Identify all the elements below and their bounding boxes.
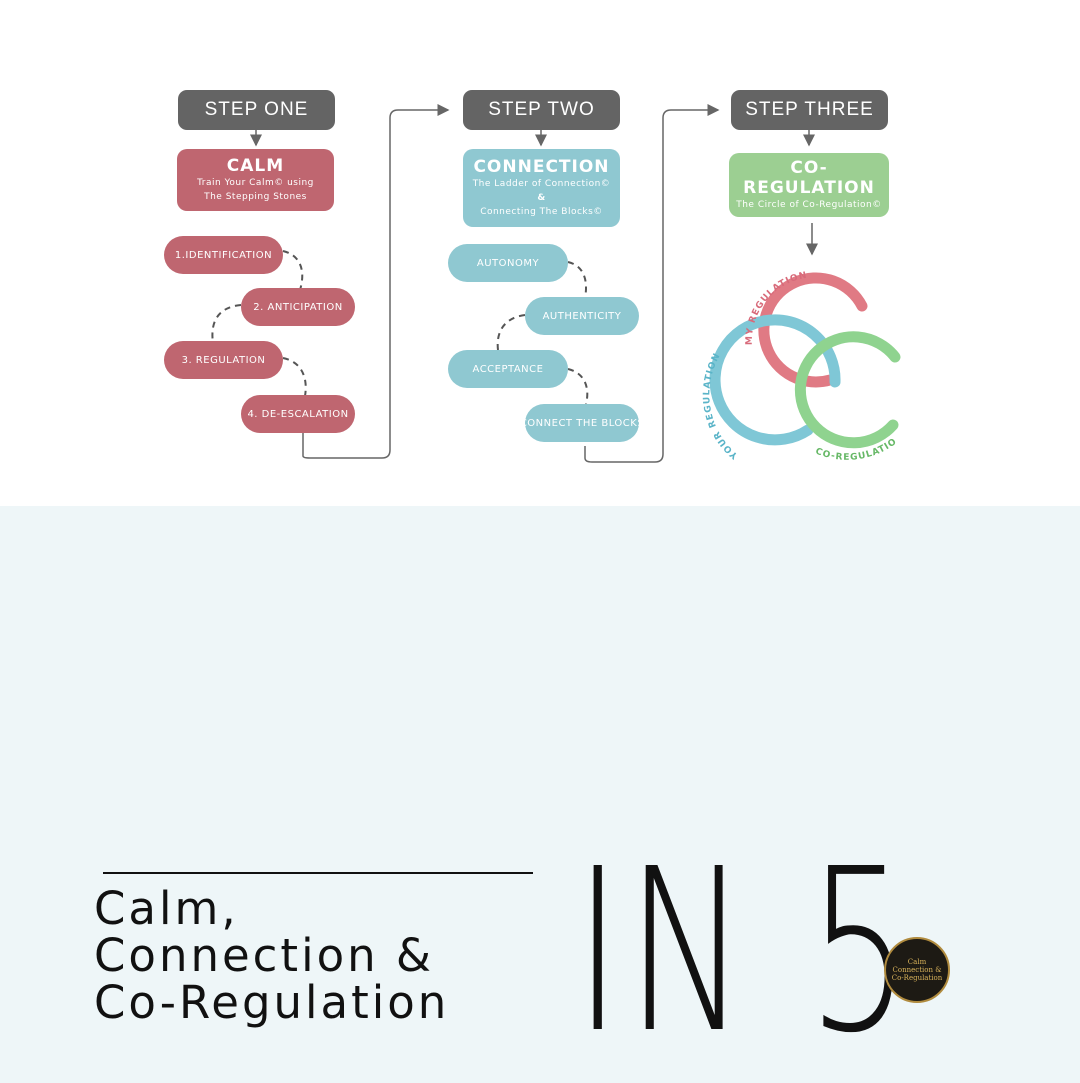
step-two-label: STEP TWO [488, 99, 595, 120]
connection-item-authenticity: AUTHENTICITY [525, 297, 639, 335]
circle-of-coregulation: MY REGULATION YOUR REGULATION CO-REGULAT… [0, 0, 901, 463]
my-regulation-ring [758, 272, 868, 388]
calm-subtitle-2: The Stepping Stones [204, 192, 307, 202]
connection-box: CONNECTION The Ladder of Connection© & C… [463, 149, 620, 227]
calm-item-regulation: 3. REGULATION [164, 341, 283, 379]
connection-subtitle-2: & [537, 193, 546, 203]
calm-item-de-escalation: 4. DE-ESCALATION [241, 395, 355, 433]
svg-text:CO-REGULATION: CO-REGULATION [0, 0, 899, 463]
connection-item-acceptance: ACCEPTANCE [448, 350, 568, 388]
dash-3-4 [282, 357, 307, 397]
title-line-3: Co-Regulation [94, 976, 450, 1029]
my-regulation-label: MY REGULATION [745, 271, 808, 346]
title-line-1: Calm, [94, 882, 239, 935]
dash-1-2 [282, 250, 304, 291]
badge-line-3: Co-Regulation [891, 974, 943, 982]
your-regulation-ring [709, 314, 841, 446]
step-one-label: STEP ONE [204, 99, 309, 120]
coregulation-box: CO-REGULATION The Circle of Co-Regulatio… [729, 153, 889, 217]
dash-c-d [567, 368, 589, 405]
coregulation-subtitle: The Circle of Co-Regulation© [736, 200, 882, 210]
badge-line-2: Connection & [892, 966, 942, 974]
connection-subtitle-1: The Ladder of Connection© [472, 179, 611, 189]
calm-box: CALM Train Your Calm© using The Stepping… [177, 149, 334, 211]
connector-one-to-two [302, 104, 450, 459]
dash-b-c [496, 314, 526, 351]
co-regulation-label: CO-REGULATION [0, 0, 898, 463]
calm-title: CALM [226, 156, 285, 176]
calm-subtitle-1: Train Your Calm© using [197, 178, 314, 188]
connector-two-to-three [584, 104, 720, 463]
calm-item-anticipation: 2. ANTICIPATION [241, 288, 355, 326]
calm-item-identification: 1.IDENTIFICATION [164, 236, 283, 274]
title-divider [103, 872, 533, 874]
step-three-label: STEP THREE [745, 99, 874, 120]
connection-item-connect-blocks: CONNECT THE BLOCKS [520, 404, 644, 442]
step-one-header: STEP ONE [178, 90, 335, 130]
svg-text:MY REGULATION: MY REGULATION [745, 271, 809, 346]
connection-item-autonomy: AUTONOMY [448, 244, 568, 282]
title-line-2: Connection & [94, 929, 435, 982]
dash-2-3 [211, 304, 242, 344]
connector-layer [211, 104, 818, 463]
dash-a-b [567, 261, 587, 299]
badge-line-1: Calm [907, 958, 927, 966]
big-in-five: IN 5 [574, 821, 915, 1083]
page-title: Calm, Connection & Co-Regulation [94, 885, 449, 1026]
connection-subtitle-3: Connecting The Blocks© [480, 207, 603, 217]
step-three-header: STEP THREE [731, 90, 888, 130]
connection-title: CONNECTION [473, 157, 610, 177]
coregulation-title: CO-REGULATION [743, 158, 875, 198]
co-regulation-ring [794, 331, 901, 449]
step-two-header: STEP TWO [463, 90, 620, 130]
logo-badge: Calm Connection & Co-Regulation [884, 937, 950, 1003]
